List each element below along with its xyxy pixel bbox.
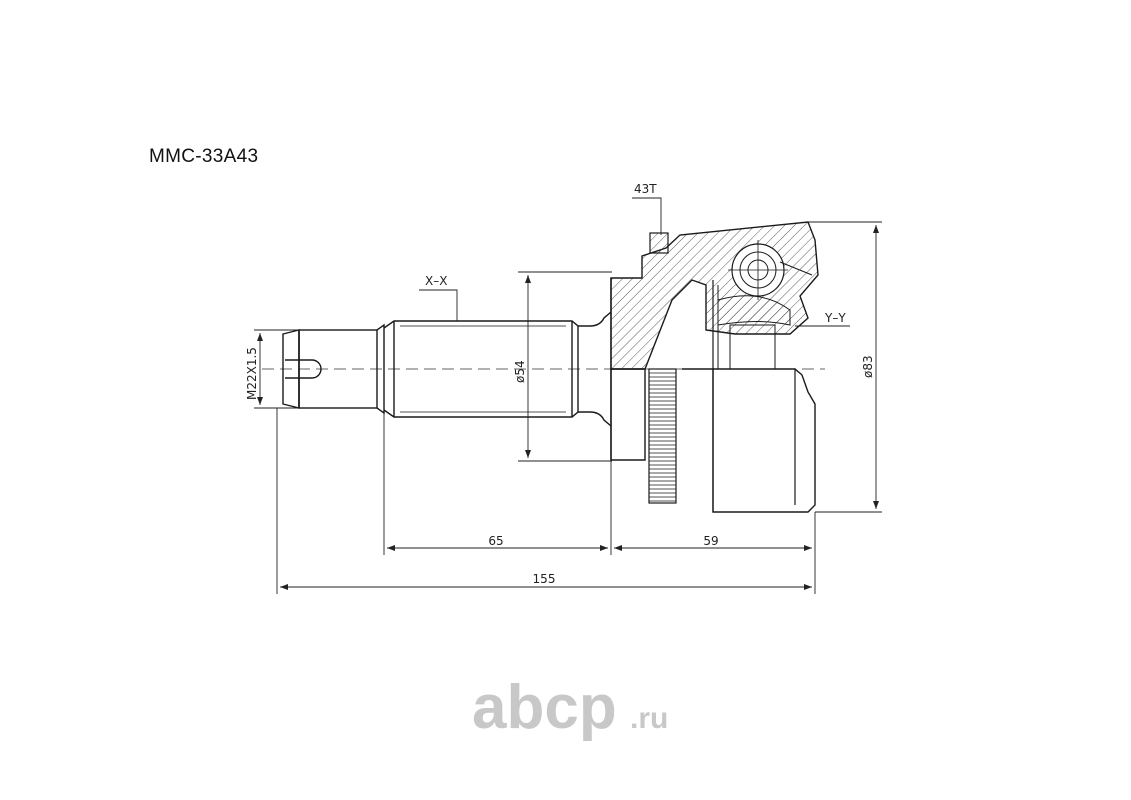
outer-diameter-label: ø83 (861, 355, 875, 378)
total-length-label: 155 (533, 572, 556, 586)
watermark-domain: .ru (630, 702, 668, 735)
abs-tone-ring (648, 368, 677, 504)
watermark-logo: abcp (472, 673, 617, 742)
shaft-length-label: 65 (488, 534, 503, 548)
section-xx-label: X–X (425, 274, 447, 288)
leader-43t (632, 197, 662, 235)
part-number-title: MMC-33A43 (149, 146, 259, 167)
dimension-lengths (276, 408, 816, 594)
splined-shaft (383, 311, 612, 427)
dimension-outer-diameter (808, 221, 882, 513)
dimension-shaft-diameter (518, 271, 612, 462)
teeth-count-label: 43T (634, 182, 657, 196)
thread-label: M22X1.5 (245, 347, 259, 400)
leader-xx (419, 289, 458, 321)
outer-housing (610, 221, 819, 513)
dimension-thread (254, 329, 300, 409)
body-length-label: 59 (703, 534, 718, 548)
shaft-diameter-label: ø54 (513, 360, 527, 383)
section-yy-label: Y–Y (824, 311, 846, 325)
